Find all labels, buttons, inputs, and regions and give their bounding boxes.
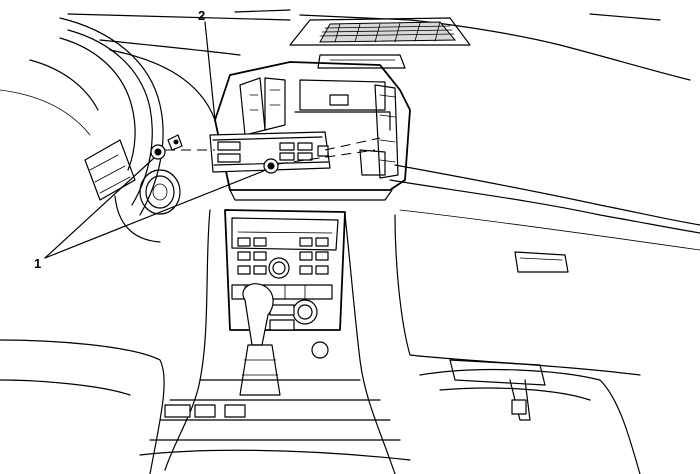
callout-label-fastener: 1 xyxy=(34,256,41,271)
callout-leader-lines xyxy=(44,21,267,259)
radio-control-module xyxy=(209,131,331,173)
radio-opening-bracket xyxy=(214,61,411,201)
under-dash-bracket xyxy=(449,359,546,421)
glove-box xyxy=(394,214,641,376)
alignment-dash-lines xyxy=(165,137,381,165)
callout-label-module: 2 xyxy=(198,8,205,23)
passenger-seat xyxy=(419,368,641,474)
defrost-grille xyxy=(289,17,471,69)
dash-upper-outline xyxy=(67,9,700,251)
center-stack xyxy=(224,209,346,331)
steering-wheel xyxy=(0,17,164,243)
fastener-left xyxy=(150,134,183,160)
left-vent xyxy=(139,169,181,215)
center-console xyxy=(139,209,411,474)
gear-shifter xyxy=(239,283,281,396)
fastener-center xyxy=(263,158,279,174)
driver-seat xyxy=(0,339,165,474)
